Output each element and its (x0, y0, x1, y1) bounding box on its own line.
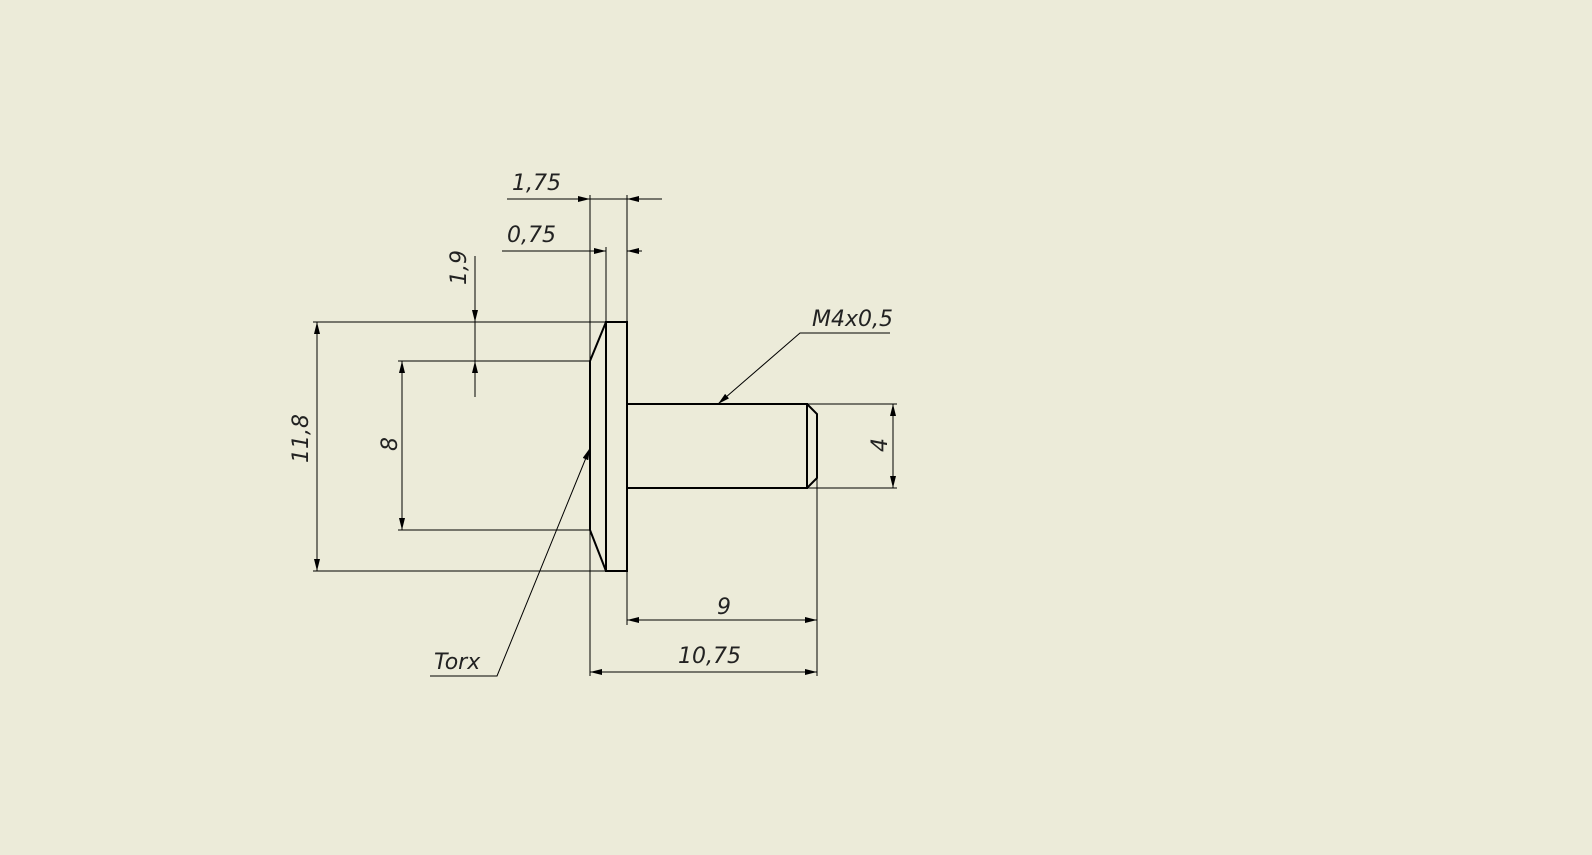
dimension-4: 4 (868, 404, 896, 488)
dimension-1-75: 1,75 (507, 171, 662, 202)
dimension-1-9: 1,9 (447, 250, 478, 397)
part-outline (589, 321, 818, 572)
dim-shank-diameter: 4 (868, 438, 893, 452)
dim-chamfer-depth: 1,9 (447, 250, 472, 285)
torx-leader: Torx (430, 447, 591, 677)
thread-leader: M4x0,5 (717, 307, 893, 405)
dim-overall-length: 10,75 (678, 644, 741, 669)
thread-callout: M4x0,5 (812, 307, 893, 332)
extension-lines (313, 195, 897, 676)
head-chamfer (589, 321, 607, 572)
dim-head-diameter: 11,8 (289, 414, 314, 463)
dimension-9: 9 (627, 595, 817, 623)
dimension-8: 8 (378, 361, 405, 530)
dimension-10-75: 10,75 (590, 644, 817, 675)
head (605, 321, 628, 572)
dim-recess-diameter: 8 (378, 437, 403, 451)
shank (627, 403, 808, 489)
drive-callout: Torx (434, 650, 481, 675)
dim-head-thickness: 1,75 (512, 171, 561, 196)
dim-flange-thickness: 0,75 (507, 223, 556, 248)
dimension-0-75: 0,75 (502, 223, 642, 254)
dimension-11-8: 11,8 (289, 322, 320, 571)
dim-shank-length: 9 (717, 595, 731, 620)
shank-tip-chamfer (806, 403, 818, 489)
